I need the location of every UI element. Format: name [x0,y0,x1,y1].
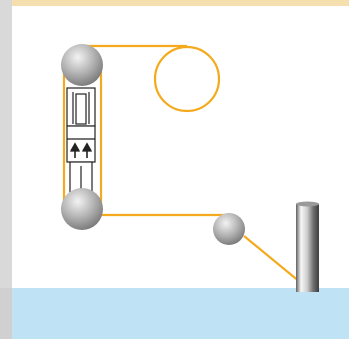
small-roller-icon [213,213,245,245]
side-band [0,0,12,339]
side-band-lower [0,288,12,339]
top-roller-icon [61,44,103,86]
belt-diagonal-to-post [243,235,301,283]
arrowhead-right-icon [81,142,93,152]
post-icon [296,201,319,292]
cylinder-valve-block [66,125,96,163]
belt [62,44,301,283]
tension-wheel-icon [153,45,221,113]
cylinder-upper-inner [75,93,87,125]
cylinder-unit [66,87,96,199]
water-band [12,288,349,339]
bottom-roller-icon [61,188,103,230]
top-band [0,0,349,6]
post-body [296,204,319,292]
arrowhead-left-icon [69,142,81,152]
post-top [296,201,319,207]
